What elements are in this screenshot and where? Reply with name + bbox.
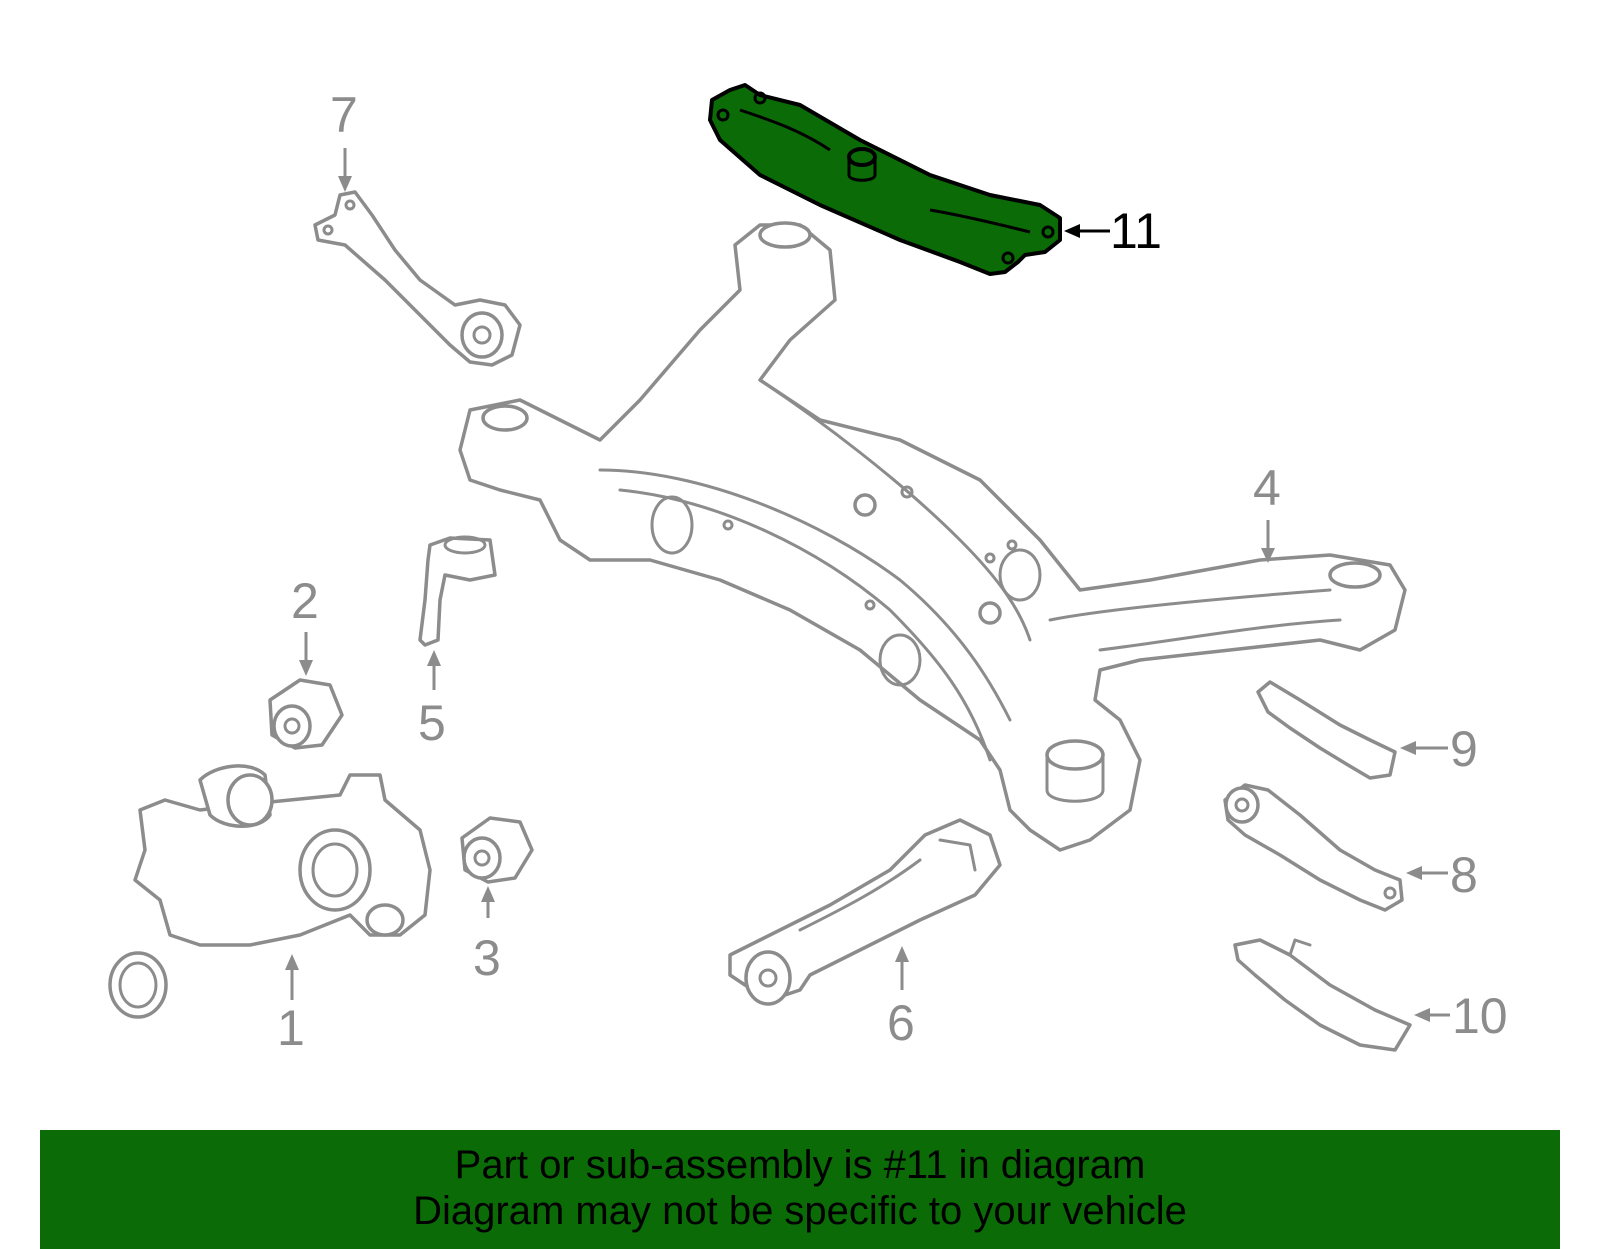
part-11-upper-control-arm[interactable] [708,83,1062,276]
callout-3: 3 [473,930,501,986]
part-6-lower-arm[interactable] [728,818,1002,1006]
part-3-bushing[interactable] [460,816,534,884]
part-10-bracket[interactable] [1233,938,1412,1052]
callout-2: 2 [291,573,319,629]
callout-4: 4 [1253,460,1281,516]
rear-suspension-diagram: 7 11 4 2 5 3 1 6 9 8 10 [108,83,1508,1056]
callout-arrows [285,148,1450,1022]
part-1-knuckle[interactable] [108,764,432,1019]
callout-8: 8 [1450,847,1478,903]
part-9-bracket[interactable] [1256,680,1397,780]
info-banner: Part or sub-assembly is #11 in diagram D… [40,1130,1560,1249]
part-8-lateral-link[interactable] [1223,783,1404,912]
callout-1: 1 [277,1000,305,1056]
banner-line-disclaimer: Diagram may not be specific to your vehi… [413,1189,1187,1233]
banner-line-part-number: Part or sub-assembly is #11 in diagram [454,1143,1146,1187]
part-2-bushing[interactable] [268,678,344,750]
callout-5: 5 [418,695,446,751]
callout-9: 9 [1450,721,1478,777]
part-4-crossmember[interactable] [458,221,1407,852]
part-5-bracket[interactable] [418,535,497,647]
callout-7: 7 [330,87,358,143]
callout-11: 11 [1110,203,1162,259]
callout-10: 10 [1452,988,1508,1044]
part-7-upper-link[interactable] [313,190,522,367]
callout-6: 6 [887,995,915,1051]
